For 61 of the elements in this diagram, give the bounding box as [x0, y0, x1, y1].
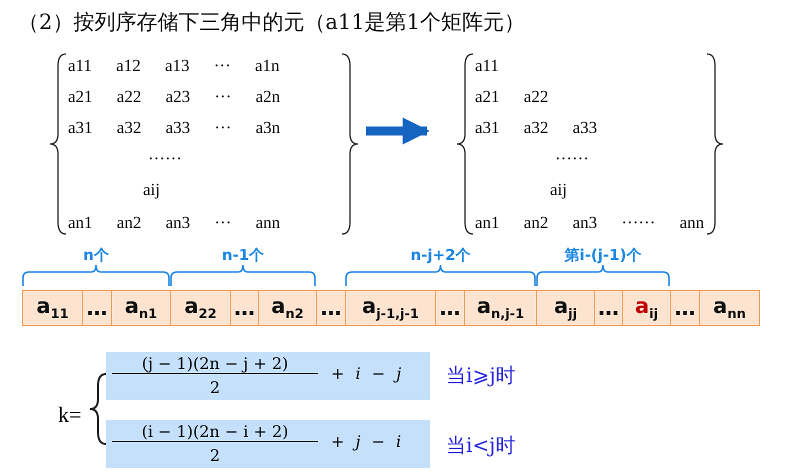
formula-numerator: (j − 1)(2n − j + 2): [112, 354, 318, 374]
array-cell: [316, 290, 346, 326]
count-label: n-j+2个: [410, 246, 471, 265]
array-cell: [258, 290, 317, 326]
array-cell: [699, 290, 760, 326]
formula-numerator: (i − 1)(2n − i + 2): [112, 422, 318, 442]
matrix-row: a11: [475, 56, 499, 76]
array-cell: [170, 290, 231, 326]
element-text: a$_{n,j-1}$: [476, 294, 524, 322]
array-cell: [536, 290, 595, 326]
matrix-row: a21 a22 a23 ··· a2n: [68, 87, 280, 107]
element-text: …: [234, 296, 255, 320]
arrow: [366, 118, 430, 144]
matrix-row: a31 a32 a33 ··· a3n: [68, 118, 280, 138]
matrix-row: a31 a32 a33: [475, 118, 598, 138]
matrix-row: a11 a12 a13 ··· a1n: [68, 56, 280, 76]
matrix: [48, 52, 360, 236]
array-cell: [22, 290, 83, 326]
formula-box: [106, 420, 430, 468]
count-label: n个: [83, 246, 109, 265]
array-cell: [435, 290, 465, 326]
array-cell: [82, 290, 112, 326]
condition-text: 当i<j时: [446, 432, 516, 459]
element-text: …: [674, 296, 696, 320]
matrix-row: aij: [550, 180, 567, 200]
condition-text: 当i⩾j时: [446, 362, 516, 389]
matrix-row: a21 a22: [475, 87, 548, 107]
matrix: [455, 52, 725, 236]
element-text: a$_{nn}$: [713, 294, 746, 322]
array-cell: [670, 290, 700, 326]
element-text: …: [320, 296, 342, 320]
element-text: a$_{jj}$: [554, 294, 578, 322]
matrix-row: ······: [555, 149, 589, 169]
element-text: a$_{n1}$: [124, 294, 158, 322]
element-text: a$_{j-1,j-1}$: [362, 294, 419, 322]
array-cell: [111, 290, 171, 326]
element-text: a$_{n2}$: [271, 294, 304, 322]
array-cell: [622, 290, 671, 326]
array-cell: [345, 290, 436, 326]
count-label: n-1个: [222, 246, 264, 265]
element-text: a$_{11}$: [36, 294, 69, 322]
title: （2）按列序存储下三角中的元（a11是第1个矩阵元）: [18, 9, 525, 36]
matrix-row: ······: [148, 149, 182, 169]
array-cell: [230, 290, 259, 326]
matrix-row: an1 an2 an3 ······ ann: [475, 213, 704, 233]
element-text: a$_{ij}$: [634, 294, 658, 322]
matrix-row: aij: [143, 180, 160, 200]
element-text: a$_{22}$: [184, 294, 217, 322]
array-cell: [464, 290, 537, 326]
element-text: …: [440, 296, 460, 320]
formula-box: [106, 352, 430, 400]
array-cell: [594, 290, 623, 326]
element-text: …: [86, 296, 108, 320]
formula-denominator: 2: [208, 378, 222, 397]
formula-term: + i − j: [331, 364, 402, 383]
formula-denominator: 2: [208, 446, 222, 465]
element-text: …: [598, 296, 619, 320]
formula-term: + j − i: [331, 432, 402, 451]
count-label: 第i-(j-1)个: [564, 246, 642, 265]
matrix-row: an1 an2 an3 ··· ann: [68, 213, 280, 233]
formula-label: k=: [58, 402, 82, 428]
